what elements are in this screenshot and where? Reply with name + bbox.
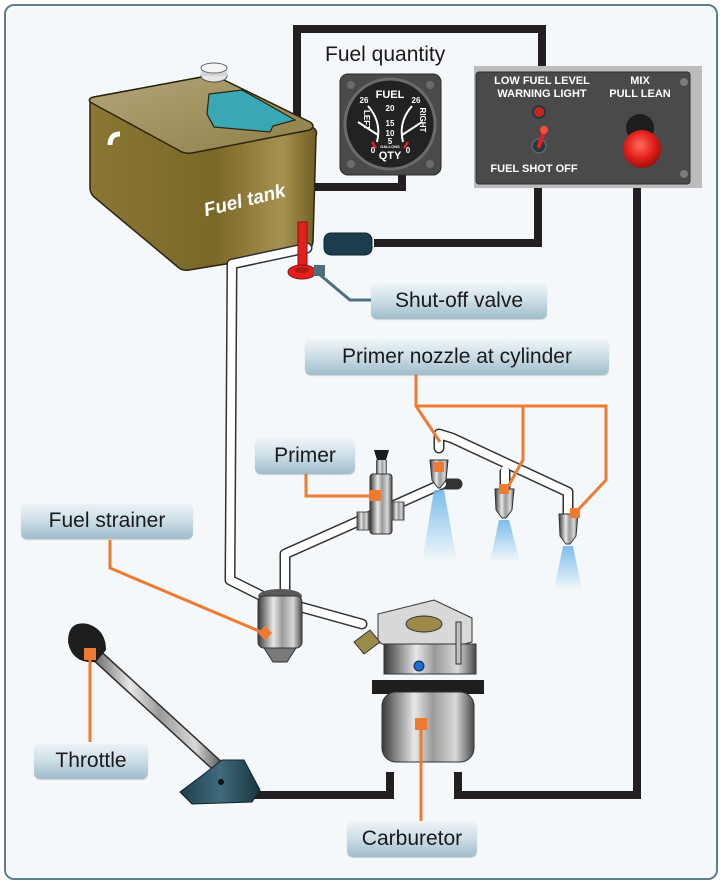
fuel-quantity-title: Fuel quantity [325,43,446,66]
nozzle-1 [422,459,457,562]
control-panel: LOW FUEL LEVEL WARNING LIGHT MIX PULL LE… [474,66,702,188]
wire-panel-to-valve [374,182,542,247]
gauge-right-label: RIGHT [418,108,427,133]
fuel-strainer [257,589,303,663]
callout-fuel-strainer: Fuel strainer [21,503,193,539]
diagram-frame: Fuel tank FUEL QTY GALLONS 26 26 20 15 1… [4,4,718,880]
svg-text:0: 0 [406,146,411,155]
callout-primer-nozzle: Primer nozzle at cylinder [305,339,609,375]
shutoff-valve [287,221,373,280]
tank-cutaway-fuel [206,89,297,133]
svg-text:15: 15 [386,119,395,128]
gauge-title: FUEL [376,89,405,101]
gauge-qty: QTY [379,150,402,162]
primer-assembly [356,450,405,535]
gauge-units: GALLONS [380,144,400,149]
fuel-quantity-gauge: FUEL QTY GALLONS 26 26 20 15 10 5 0 0 LE… [339,73,442,176]
mixture-knob [623,130,661,168]
carburetor [353,599,484,763]
svg-text:10: 10 [386,129,395,138]
callout-primer: Primer [255,438,355,474]
svg-text:5: 5 [388,137,393,146]
nozzle-3 [554,513,582,590]
leader-lines [88,374,608,822]
svg-text:26: 26 [412,96,421,105]
tank-vent-opening [107,131,121,146]
svg-text:0: 0 [371,146,376,155]
leader-markers [84,462,580,730]
warning-light-label-2: WARNING LIGHT [497,88,586,100]
leader-fuel-strainer [108,540,267,636]
low-fuel-warning-light [532,105,546,119]
shutoff-leader [314,265,372,302]
fuel-shutoff-toggle [537,130,546,148]
gauge-left-label: LEFT [362,110,371,130]
callout-carburetor: Carburetor [347,821,477,857]
leader-primer [304,472,377,498]
wire-mixture-to-carburetor [454,184,641,799]
svg-text:20: 20 [386,104,395,113]
tank-top-face [88,75,314,154]
fuel-system-illustration: Fuel tank FUEL QTY GALLONS 26 26 20 15 1… [68,25,702,822]
callout-shutoff-valve: Shut-off valve [371,283,547,319]
wire-gauge-loop [293,25,546,182]
wire-throttle-to-carburetor [254,772,394,799]
throttle-lever [68,623,261,805]
callout-throttle: Throttle [34,743,148,779]
svg-text:26: 26 [360,96,369,105]
fuel-shutoff-switch-label: FUEL SHOT OFF [490,163,577,175]
warning-light-label-1: LOW FUEL LEVEL [494,75,590,87]
fuel-tank: Fuel tank [88,62,318,271]
mixture-label-1: MIX [630,75,650,87]
mixture-label-2: PULL LEAN [609,88,671,100]
nozzle-2 [490,488,520,562]
